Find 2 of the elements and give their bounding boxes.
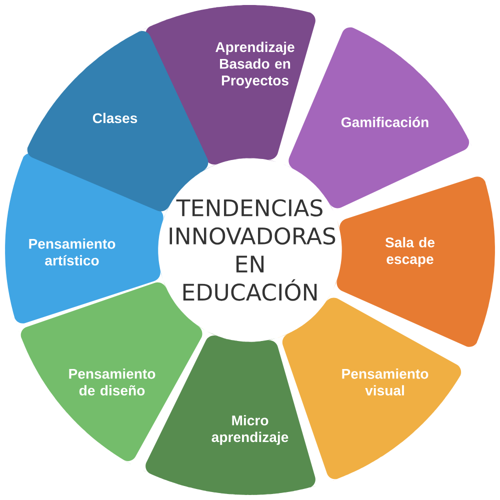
segment: Pensamiento artístico <box>5 150 168 326</box>
segment: Aprendizaje Basado en Proyectos <box>142 5 318 169</box>
